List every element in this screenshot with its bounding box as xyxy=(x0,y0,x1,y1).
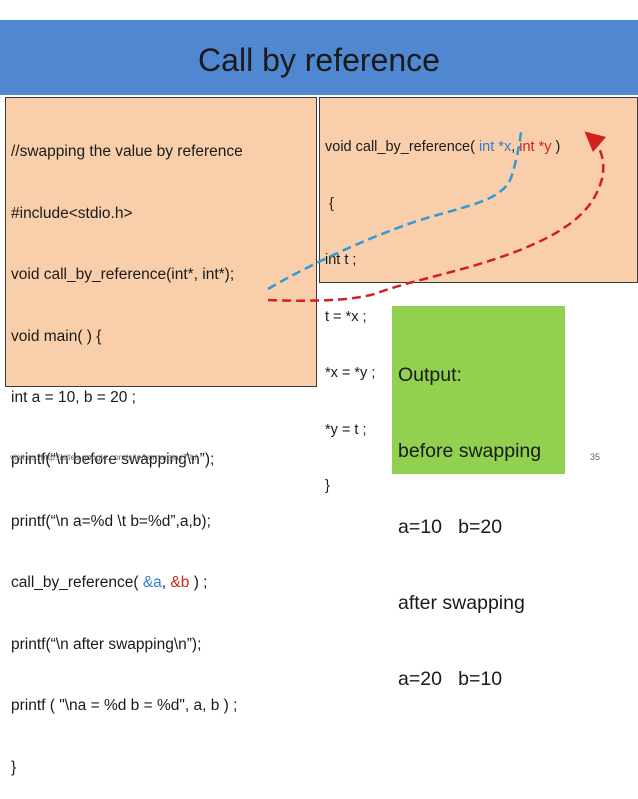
slide-title: Call by reference xyxy=(198,42,440,78)
code-line: { xyxy=(325,195,334,212)
title-bar xyxy=(0,20,638,95)
code-line: *x = *y ; xyxy=(325,365,376,381)
code-line: } xyxy=(11,758,17,776)
output-line: a=10 b=20 xyxy=(398,516,503,538)
code-line: printf(“\n a=%d \t b=%d”,a,b); xyxy=(11,512,211,530)
code-line-call: call_by_reference( &a, &b ) ; xyxy=(11,570,311,596)
output-line: before swapping xyxy=(398,440,542,462)
output-line: a=20 b=10 xyxy=(398,668,503,690)
arg-separator: , xyxy=(161,574,171,592)
code-line: //swapping the value by reference xyxy=(11,143,243,160)
code-line: printf(“\n after swapping\n”); xyxy=(11,635,202,653)
function-signature: void call_by_reference( int *x, int *y ) xyxy=(325,135,632,160)
code-line: int a = 10, b = 20 ; xyxy=(11,389,136,407)
code-line: #include<stdio.h> xyxy=(11,204,133,222)
sig-suffix: ) xyxy=(551,139,561,155)
call-prefix: call_by_reference( xyxy=(11,574,143,592)
param-x: int *x xyxy=(478,139,512,155)
param-y: int *y xyxy=(519,139,552,155)
arg-b: &b xyxy=(170,574,190,592)
code-line: *y = t ; xyxy=(325,421,367,438)
arg-a: &a xyxy=(142,574,162,592)
footer-link[interactable]: visit us: http://sites.google.com/site/k… xyxy=(10,452,198,462)
sig-prefix: void call_by_reference( xyxy=(325,139,479,155)
code-line: printf ( "\na = %d b = %d", a, b ) ; xyxy=(11,697,238,715)
output-box: Output: before swapping a=10 b=20 after … xyxy=(392,306,565,690)
code-line: int t ; xyxy=(325,252,357,268)
main-code-box: //swapping the value by reference #inclu… xyxy=(5,97,317,776)
output-line: Output: xyxy=(398,364,462,386)
function-code-box: void call_by_reference( int *x, int *y )… xyxy=(319,97,638,494)
call-suffix: ) ; xyxy=(189,574,208,592)
output-line: after swapping xyxy=(398,592,525,614)
code-line: t = *x ; xyxy=(325,308,367,325)
code-line: printf(“\n before swapping\n”); xyxy=(11,450,215,468)
code-line: void main( ) { xyxy=(11,327,102,345)
code-line: void call_by_reference(int*, int*); xyxy=(11,266,235,284)
page-number: 35 xyxy=(590,452,601,462)
